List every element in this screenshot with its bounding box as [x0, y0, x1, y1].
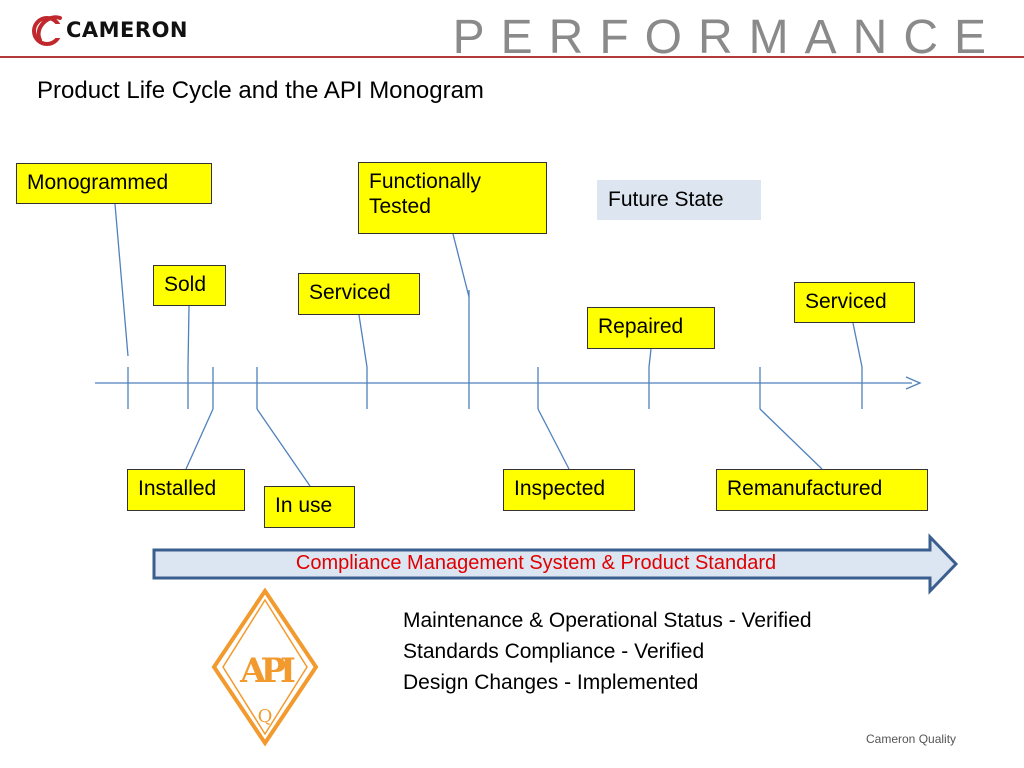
- brand-name: CAMERON: [66, 18, 189, 42]
- performance-tagline: PERFORMANCE: [452, 11, 1002, 64]
- connector-serviced-2: [852, 322, 863, 368]
- status-list: Maintenance & Operational Status - Verif…: [403, 605, 812, 698]
- footer-text: Cameron Quality: [866, 732, 957, 746]
- label-serviced-2: Serviced: [794, 282, 915, 323]
- status-line-maintenance: Maintenance & Operational Status - Verif…: [403, 609, 812, 632]
- connector-sold: [187, 305, 190, 368]
- label-repaired: Repaired: [587, 307, 715, 349]
- connector-functionally-tested: [452, 233, 470, 298]
- label-text: Repaired: [598, 315, 684, 338]
- label-text: Future State: [608, 188, 724, 211]
- header-divider: [0, 56, 1024, 58]
- future-state-label: Future State: [597, 180, 761, 220]
- connector-remanufactured: [759, 408, 823, 470]
- label-text: In use: [275, 494, 333, 517]
- label-text: Monogrammed: [27, 171, 169, 194]
- label-text-line2: Tested: [369, 195, 431, 219]
- status-line-design: Design Changes - Implemented: [403, 671, 699, 694]
- label-text: Installed: [138, 477, 217, 500]
- api-diamond-inner: [222, 598, 308, 736]
- api-q-letter: Q: [258, 706, 273, 727]
- connector-repaired: [648, 348, 652, 368]
- label-in-use: In use: [264, 486, 355, 528]
- label-text: Serviced: [805, 290, 887, 313]
- connector-inspected: [537, 408, 570, 470]
- connector-in-use: [256, 408, 311, 487]
- label-text: Serviced: [309, 281, 391, 304]
- api-diamond-outer: [211, 588, 319, 746]
- label-text-line1: Functionally: [369, 170, 482, 193]
- label-serviced-1: Serviced: [298, 273, 420, 315]
- connector-installed: [185, 408, 214, 470]
- label-text: Sold: [164, 273, 207, 296]
- api-letters: API: [239, 651, 295, 691]
- label-sold: Sold: [153, 265, 226, 306]
- label-installed: Installed: [127, 469, 245, 511]
- label-text: Remanufactured: [727, 477, 883, 500]
- compliance-band-arrow: [152, 533, 959, 595]
- cameron-logo: CAMERON: [30, 10, 188, 50]
- label-remanufactured: Remanufactured: [716, 469, 928, 511]
- compliance-band-text: Compliance Management System & Product S…: [295, 552, 777, 574]
- api-monogram-logo: API Q: [211, 588, 319, 746]
- label-inspected: Inspected: [503, 469, 635, 511]
- connector-serviced-1: [358, 314, 368, 368]
- slide-title: Product Life Cycle and the API Monogram: [37, 77, 484, 104]
- label-monogrammed: Monogrammed: [16, 163, 212, 204]
- status-line-standards: Standards Compliance - Verified: [403, 640, 705, 663]
- connector-monogrammed: [114, 203, 129, 357]
- label-functionally-tested: Functionally Tested: [358, 162, 547, 234]
- timeline-arrowhead: [905, 376, 922, 390]
- cameron-logo-icon: [32, 15, 64, 46]
- label-text: Inspected: [514, 477, 606, 500]
